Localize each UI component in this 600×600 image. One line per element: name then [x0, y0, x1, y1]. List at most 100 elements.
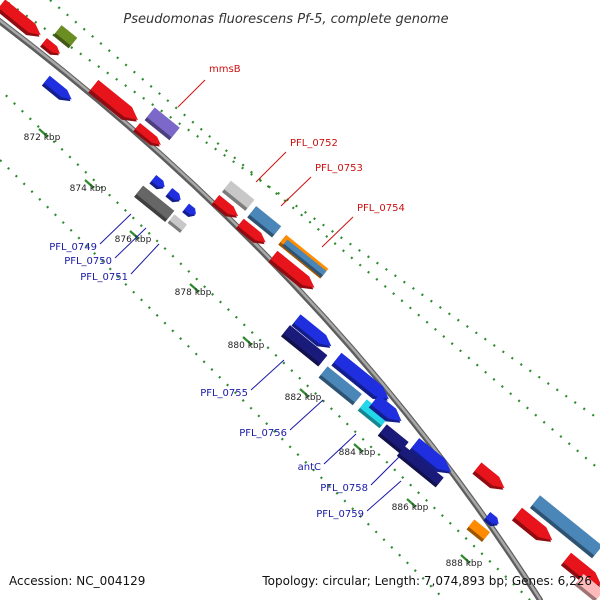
gene-feature-7: [133, 122, 161, 147]
gene-feature-body: [224, 180, 255, 209]
gene-feature-27: [409, 438, 452, 474]
gene-label-pfl_0756: PFL_0756: [239, 428, 287, 439]
scale-tick-label: 880 kbp: [228, 341, 265, 351]
gene-label-pfl_0750: PFL_0750: [64, 256, 112, 267]
gene-feature-body: [90, 79, 139, 121]
scale-tick-mark: [84, 179, 95, 189]
gene-feature-body: [320, 366, 362, 403]
scale-tick-mark: [38, 128, 49, 138]
gene-label-leader: [323, 433, 357, 465]
gene-label-pfl_0759: PFL_0759: [316, 509, 364, 520]
gene-feature-body: [359, 399, 389, 426]
scale-tick-mark: [242, 336, 253, 346]
gene-feature-body: [474, 462, 505, 489]
gene-label-antc: antC: [298, 462, 321, 473]
gene-feature-30: [483, 512, 499, 527]
gene-label-pfl_0752: PFL_0752: [290, 138, 338, 149]
gene-feature-body: [135, 122, 161, 145]
gene-feature-body: [55, 25, 78, 46]
gene-feature-body: [249, 206, 282, 235]
gene-label-pfl_0758: PFL_0758: [320, 483, 368, 494]
accession-text: Accession: NC_004129: [9, 574, 145, 588]
gene-feature-body: [576, 574, 600, 599]
scale-tick-label: 886 kbp: [392, 503, 429, 513]
gene-feature-body: [213, 194, 239, 217]
gene-label-pfl_0751: PFL_0751: [80, 272, 128, 283]
scale-tick-label: 884 kbp: [339, 448, 376, 458]
gene-feature-body: [136, 185, 175, 220]
gene-feature-14: [211, 194, 239, 218]
gene-feature-13: [221, 180, 255, 211]
gene-feature-2: [53, 25, 78, 49]
gene-feature-body: [151, 175, 165, 187]
gene-feature-body: [270, 250, 315, 288]
gene-feature-31: [466, 519, 490, 542]
gene-feature-12: [167, 214, 187, 233]
gene-label-leader: [114, 227, 147, 259]
scale-tick-mark: [353, 443, 364, 453]
gene-feature-body: [293, 314, 332, 347]
gene-feature-3: [40, 38, 61, 56]
scale-tick-mark: [406, 498, 417, 508]
gene-label-pfl_0753: PFL_0753: [315, 163, 363, 174]
gene-label-leader: [255, 151, 287, 183]
genome-summary-text: Topology: circular; Length: 7,074,893 bp…: [261, 574, 592, 588]
scale-tick-label: 882 kbp: [285, 393, 322, 403]
gene-labels: mmsBPFL_0752PFL_0753PFL_0754PFL_0749PFL_…: [49, 64, 405, 520]
scale-tick-label: 888 kbp: [446, 559, 483, 569]
gene-feature-33: [511, 507, 553, 542]
gene-feature-34: [560, 552, 600, 587]
gene-feature-29: [472, 462, 505, 490]
gene-label-leader: [99, 213, 132, 245]
scale-tick-mark: [460, 554, 471, 564]
gene-feature-15: [247, 206, 282, 238]
gene-feature-4: [41, 75, 72, 102]
gene-label-leader: [280, 176, 312, 207]
gene-feature-19: [268, 250, 315, 290]
scale-tick-mark: [299, 388, 310, 398]
gene-feature-body: [167, 188, 181, 200]
gene-feature-body: [169, 214, 187, 231]
gene-feature-5: [88, 79, 139, 122]
gene-feature-10: [182, 203, 196, 218]
gene-feature-20: [291, 314, 332, 348]
gene-feature-body: [371, 394, 402, 422]
gene-label-leader: [130, 243, 160, 275]
scale-tick-mark: [189, 283, 200, 293]
gene-label-pfl_0754: PFL_0754: [357, 203, 405, 214]
gene-feature-18: [282, 239, 327, 278]
gene-feature-body: [379, 424, 409, 451]
gene-feature-22: [331, 352, 389, 401]
gene-feature-body: [398, 446, 444, 485]
gene-feature-11: [134, 185, 175, 223]
gene-feature-35: [574, 574, 600, 600]
gene-label-pfl_0749: PFL_0749: [49, 242, 97, 253]
guide-line-1: [0, 88, 531, 600]
gene-feature-8: [149, 175, 165, 190]
map-title: Pseudomonas fluorescens Pf-5, complete g…: [123, 12, 448, 27]
gene-feature-body: [184, 203, 196, 215]
gene-label-leader: [289, 399, 324, 431]
gene-feature-body: [43, 75, 72, 100]
gene-feature-24: [357, 399, 389, 429]
gene-feature-9: [165, 188, 181, 203]
gene-feature-23: [318, 366, 362, 406]
gene-feature-body: [146, 107, 180, 138]
gene-feature-21: [280, 325, 328, 367]
gene-feature-body: [0, 0, 41, 36]
gene-label-leader: [370, 456, 400, 486]
gene-feature-body: [485, 512, 499, 524]
gene-label-leader: [250, 359, 285, 391]
genome-backbone-shadow: [0, 17, 543, 600]
gene-label-leader: [321, 216, 354, 248]
gene-feature-body: [237, 218, 266, 243]
scale-tick-mark: [129, 230, 140, 240]
guide-line-4: [2, 0, 600, 421]
gene-feature-body: [283, 325, 328, 364]
gene-feature-26: [377, 424, 409, 454]
gene-feature-32: [529, 495, 600, 559]
gene-feature-body: [42, 38, 61, 54]
